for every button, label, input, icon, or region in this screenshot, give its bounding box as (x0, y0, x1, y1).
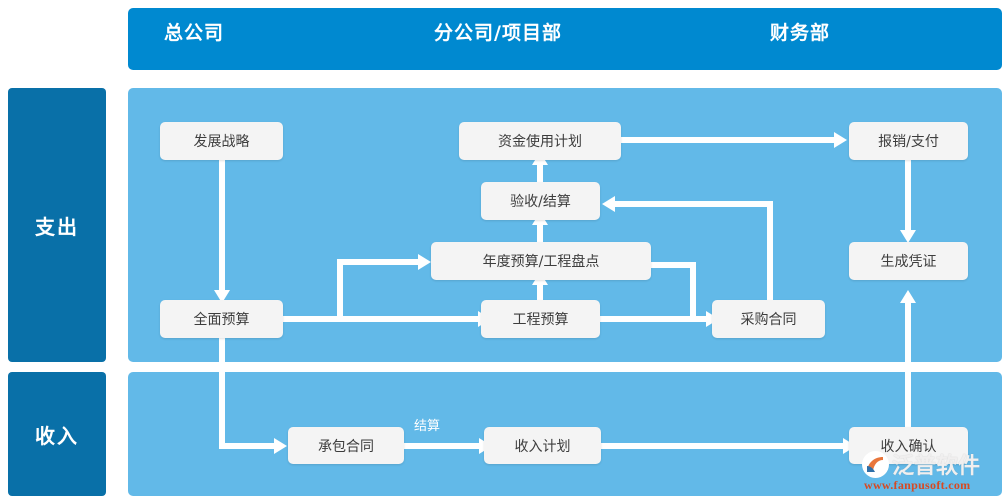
node-shengcheng[interactable]: 生成凭证 (849, 242, 968, 280)
edge-shouruqueren-shengcheng-arrow (900, 290, 916, 303)
edge-baoxiao-shengcheng-arrow (900, 230, 916, 243)
header-bar (128, 8, 1002, 70)
header-column-caiwubu: 财务部 (769, 21, 830, 44)
edge-quanmianyusuan-niandu-line (337, 259, 421, 265)
edge-yanshou-zijin-line (537, 162, 543, 182)
node-shourujihua[interactable]: 收入计划 (484, 427, 601, 464)
edge-caigou-yanshou-arrow (602, 196, 615, 212)
edge-zijin-baoxiao-line (621, 137, 836, 143)
edge-quanmianyusuan-niandu-riser (337, 259, 343, 319)
edge-niandu-yanshou-line (537, 222, 543, 242)
node-zijin[interactable]: 资金使用计划 (459, 122, 621, 160)
node-niandu[interactable]: 年度预算/工程盘点 (431, 242, 651, 280)
node-gongchengyusuan[interactable]: 工程预算 (481, 300, 600, 338)
edge-baoxiao-shengcheng-line (905, 160, 911, 232)
sidebar-section-shouru: 收入 (8, 372, 106, 496)
edge-quanmianyusuan-chengbao-line (219, 443, 277, 449)
node-caigou[interactable]: 采购合同 (712, 300, 825, 338)
edge-caigou-yanshou-riser (767, 201, 773, 301)
node-baoxiao[interactable]: 报销/支付 (849, 122, 968, 160)
node-fazhanzhanlue[interactable]: 发展战略 (160, 122, 283, 160)
edge-zijin-baoxiao-arrow (834, 132, 847, 148)
edge-niandu-caigou-line-v (690, 262, 696, 317)
node-yanshou[interactable]: 验收/结算 (481, 182, 600, 220)
edge-shourujihua-shouruqueren-line (601, 443, 846, 449)
node-shouruqueren[interactable]: 收入确认 (849, 427, 968, 464)
node-chengbao[interactable]: 承包合同 (288, 427, 404, 464)
edge-caigou-yanshou-line (615, 201, 773, 207)
edge-fazhanzhanlue-quanmianyusuan-line (219, 160, 225, 292)
edge-shouruqueren-shengcheng-line (905, 300, 911, 428)
edge-gongchengyusuan-niandu-line (537, 282, 543, 302)
edge-quanmianyusuan-niandu-arrow (418, 254, 431, 270)
edge-quanmianyusuan-gongchengyusuan-line (283, 316, 480, 322)
header-column-fengongsi: 分公司/项目部 (434, 21, 562, 44)
sidebar-section-zhichu: 支出 (8, 88, 106, 362)
edge-gongchengyusuan-caigou-line (600, 316, 708, 322)
header-column-zonggongsi: 总公司 (163, 21, 224, 44)
edge-quanmianyusuan-chengbao-riser (219, 338, 225, 446)
edge-fazhanzhanlue-quanmianyusuan-arrow (214, 290, 230, 303)
edge-niandu-caigou-line-h (651, 262, 696, 268)
node-quanmianyusuan[interactable]: 全面预算 (160, 300, 283, 338)
edge-quanmianyusuan-chengbao-arrow (274, 438, 287, 454)
edge-label-jiesuan: 结算 (414, 419, 441, 434)
edge-chengbao-shourujihua-line (404, 443, 482, 449)
